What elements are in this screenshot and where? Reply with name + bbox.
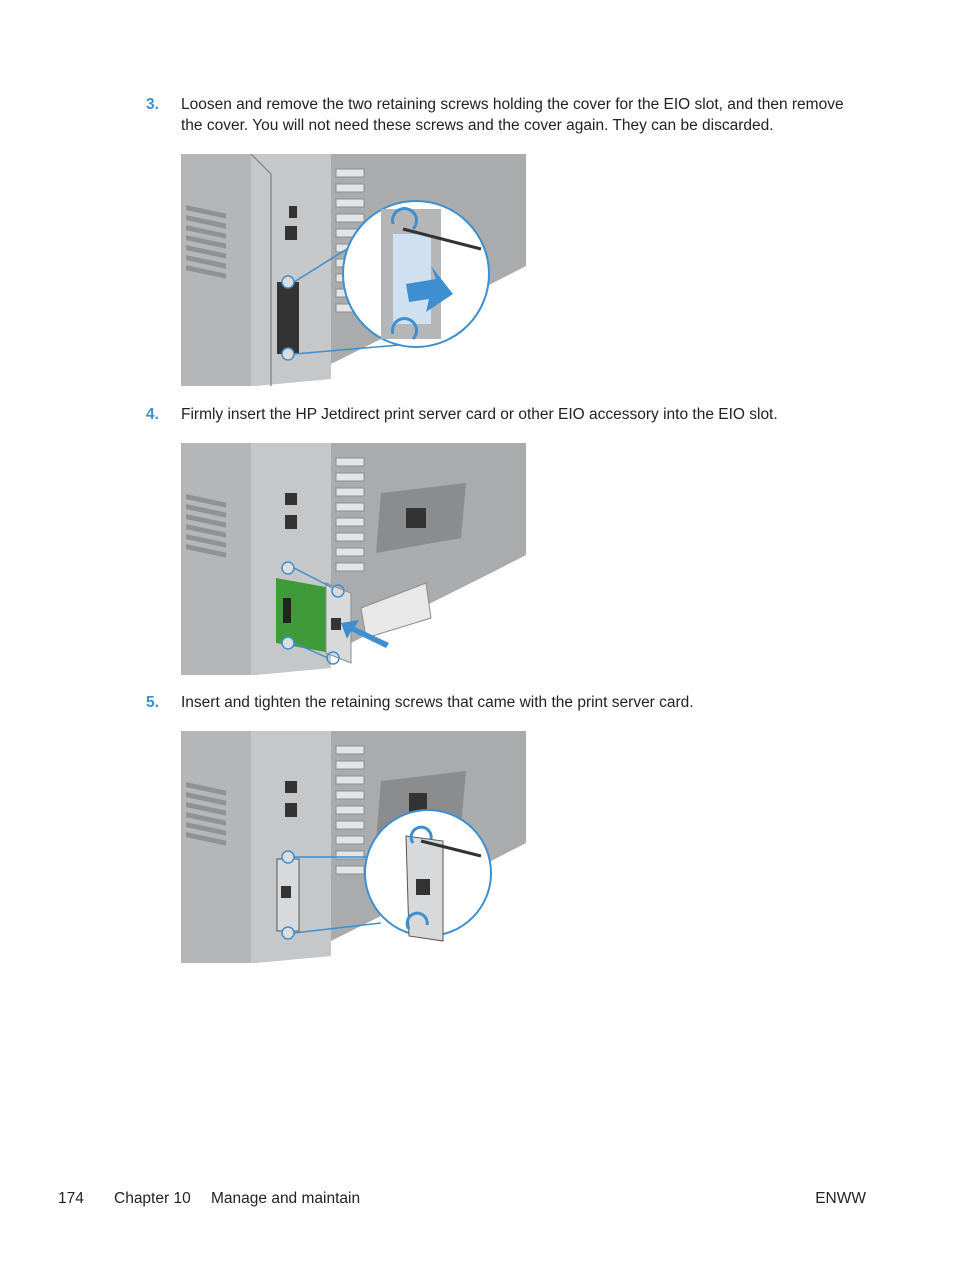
footer-page-number: 174 [58, 1190, 84, 1207]
step-number: 4. [146, 406, 159, 423]
step-number: 3. [146, 96, 159, 113]
step-number: 5. [146, 694, 159, 711]
step-text: Firmly insert the HP Jetdirect print ser… [181, 406, 778, 423]
step-text: Insert and tighten the retaining screws … [181, 694, 694, 711]
footer-doc-code: ENWW [815, 1190, 866, 1207]
footer-chapter: Chapter 10 [114, 1190, 191, 1207]
footer-chapter-title: Manage and maintain [211, 1190, 361, 1207]
figure-tighten-card-screws [181, 731, 526, 963]
figure-remove-eio-cover [181, 154, 526, 386]
figure-insert-eio-card [181, 443, 526, 675]
step-text: Loosen and remove the two retaining scre… [181, 96, 844, 134]
